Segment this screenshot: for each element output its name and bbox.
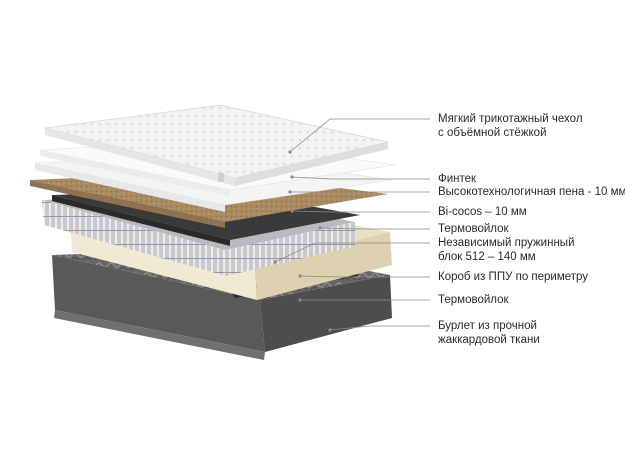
label-felt-top: Термовойлок xyxy=(438,222,509,236)
quilted-cover xyxy=(44,104,389,186)
label-jacquard-line: жаккардовой ткани xyxy=(438,334,540,346)
leader-line-cover xyxy=(289,118,430,153)
leader-dot-bicocos xyxy=(290,209,294,213)
leader-dot-ppu-box xyxy=(298,274,302,278)
label-cover-line: с объёмной стёжкой xyxy=(438,127,547,139)
leader-line-jacquard xyxy=(329,325,430,331)
label-ppu-box: Короб из ППУ по периметру xyxy=(438,270,588,284)
label-bicocos-line: Bi-cocos – 10 мм xyxy=(438,206,527,218)
leader-line-ppu-box xyxy=(299,275,430,278)
label-felt-bottom-line: Термовойлок xyxy=(438,294,509,306)
label-bicocos: Bi-cocos – 10 мм xyxy=(438,205,527,219)
label-springs-line: блок 512 – 140 мм xyxy=(438,251,536,263)
label-felt-top-line: Термовойлок xyxy=(438,223,509,235)
label-foam-line: Высокотехнологичная пена - 10 мм xyxy=(438,186,625,198)
leader-dot-foam xyxy=(288,190,292,194)
label-cover: Мягкий трикотажный чехол с объёмной стёжк… xyxy=(438,112,583,140)
leader-dot-felt-top xyxy=(318,226,322,230)
label-fintek-line: Финтек xyxy=(438,173,477,185)
label-felt-bottom: Термовойлок xyxy=(438,293,509,307)
leader-line-bicocos xyxy=(291,210,430,213)
leader-dot-jacquard xyxy=(328,328,332,332)
leader-line-felt-top xyxy=(319,227,430,230)
leader-dot-felt-bottom xyxy=(298,298,302,302)
leader-dot-springs xyxy=(273,260,277,264)
label-foam: Высокотехнологичная пена - 10 мм xyxy=(438,185,625,199)
leader-dot-fintek xyxy=(290,175,294,179)
leader-dot-cover xyxy=(288,150,292,154)
label-ppu-box-line: Короб из ППУ по периметру xyxy=(438,271,589,283)
label-jacquard: Бурлет из прочной жаккардовой ткани xyxy=(438,319,540,347)
leader-line-fintek xyxy=(291,176,430,180)
leader-line-springs xyxy=(274,242,430,263)
label-fintek: Финтек xyxy=(438,172,476,186)
label-cover-line: Мягкий трикотажный чехол xyxy=(438,113,583,125)
label-springs: Независимый пружинный блок 512 – 140 мм xyxy=(438,236,575,264)
label-jacquard-line: Бурлет из прочной xyxy=(438,320,537,332)
label-springs-line: Независимый пружинный xyxy=(438,237,575,249)
leader-lines xyxy=(273,118,430,332)
